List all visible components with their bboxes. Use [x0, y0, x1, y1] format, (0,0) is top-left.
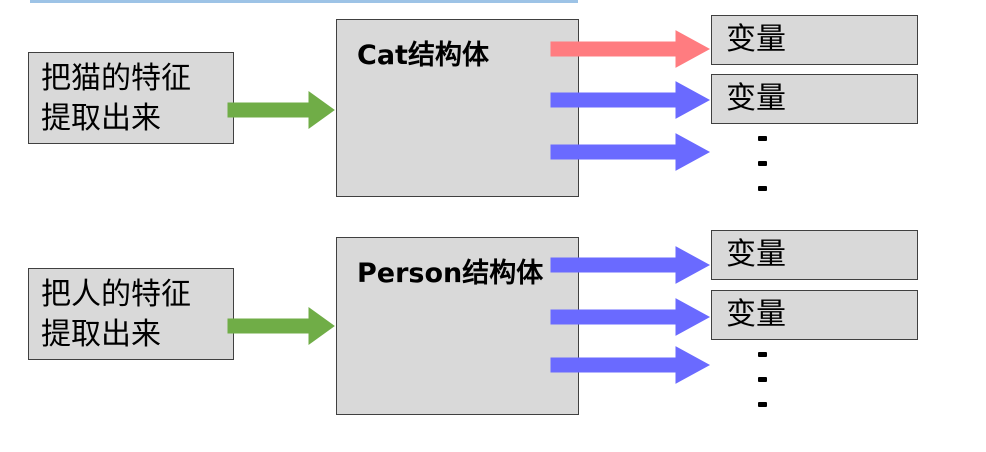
person-ellipsis-dot-1: [758, 352, 767, 357]
cat-ellipsis-dot-2: [758, 161, 767, 166]
person-struct-box: Person结构体: [336, 237, 579, 415]
person-variable-label-1: 变量: [726, 237, 786, 272]
cat-feature-line-2: 提取出来: [41, 101, 161, 136]
top-decorative-line: [30, 0, 578, 3]
cat-member-arrow-3: [550, 133, 711, 171]
cat-member-arrow-2: [550, 81, 711, 119]
person-feature-extraction-box: 把人的特征 提取出来: [28, 268, 234, 360]
cat-struct-title: Cat结构体: [357, 40, 489, 71]
person-ellipsis-dot-3: [758, 402, 767, 407]
person-member-arrow-2: [550, 298, 711, 336]
cat-feature-extraction-box: 把猫的特征 提取出来: [28, 52, 234, 144]
person-member-arrow-1: [550, 246, 711, 284]
person-variable-box-2: 变量: [711, 290, 918, 340]
cat-variable-box-2: 变量: [711, 74, 918, 124]
person-input-arrow: [227, 307, 335, 345]
person-struct-title: Person结构体: [357, 258, 544, 289]
cat-variable-box-1: 变量: [711, 15, 918, 65]
person-feature-line-1: 把人的特征: [41, 277, 191, 312]
cat-input-arrow: [227, 91, 335, 129]
cat-ellipsis-dot-3: [758, 186, 767, 191]
person-feature-line-2: 提取出来: [41, 317, 161, 352]
cat-ellipsis-dot-1: [758, 136, 767, 141]
cat-member-arrow-1: [550, 30, 711, 68]
cat-variable-label-2: 变量: [726, 81, 786, 116]
person-variable-label-2: 变量: [726, 297, 786, 332]
cat-struct-box: Cat结构体: [336, 19, 579, 197]
cat-feature-line-1: 把猫的特征: [41, 61, 191, 96]
cat-variable-label-1: 变量: [726, 22, 786, 57]
person-variable-box-1: 变量: [711, 230, 918, 280]
person-member-arrow-3: [550, 346, 711, 384]
person-ellipsis-dot-2: [758, 377, 767, 382]
